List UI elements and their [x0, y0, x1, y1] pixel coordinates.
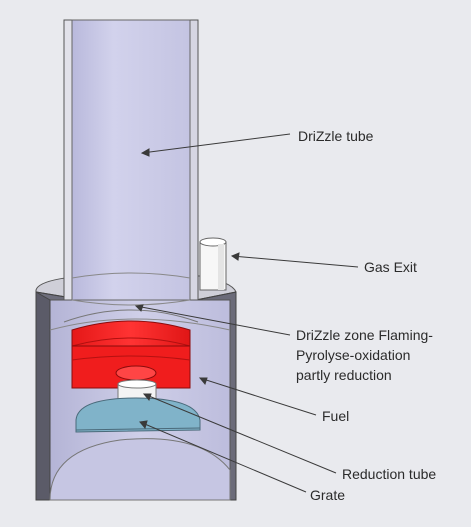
- label-drizzle-zone-line2: Pyrolyse-oxidation: [296, 347, 411, 363]
- gas-exit-pipe: [199, 237, 227, 291]
- label-drizzle-tube: DriZzle tube: [298, 128, 374, 144]
- label-drizzle-zone-line1: DriZzle zone Flaming-: [296, 327, 433, 343]
- leader-fuel: [199, 377, 317, 416]
- leader-drizzle-zone: [135, 305, 291, 336]
- label-fuel: Fuel: [322, 408, 350, 424]
- leader-lines: [134, 133, 359, 493]
- label-drizzle-zone-line3: partly reduction: [296, 367, 392, 383]
- label-gas-exit: Gas Exit: [364, 259, 417, 275]
- leader-drizzle-tube: [141, 133, 291, 154]
- leader-grate: [139, 421, 307, 493]
- drizzle-flame-zone: [49, 309, 231, 389]
- label-grate: Grate: [310, 487, 346, 503]
- leader-reduction-tube: [143, 393, 337, 474]
- leader-gas-exit: [231, 255, 359, 268]
- drizzle-tube: [63, 19, 199, 306]
- label-reduction-tube: Reduction tube: [342, 466, 437, 482]
- grate-disk: [75, 397, 201, 433]
